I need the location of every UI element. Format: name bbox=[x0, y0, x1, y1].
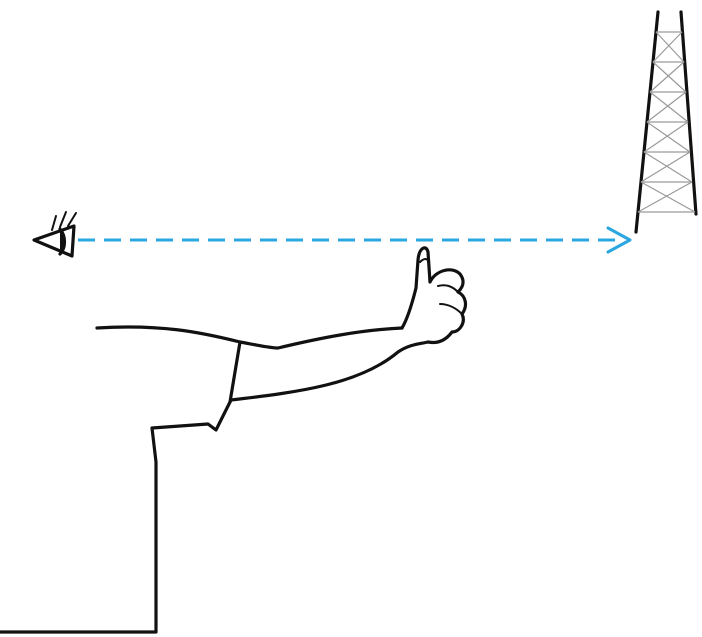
line-of-sight bbox=[78, 226, 632, 254]
finger-crease-2 bbox=[439, 303, 463, 315]
person-figure bbox=[0, 325, 430, 634]
arrowhead-icon bbox=[606, 226, 632, 254]
eye-icon bbox=[32, 211, 77, 258]
upper-arm-top bbox=[238, 326, 404, 350]
hand-outline bbox=[400, 246, 468, 345]
arm-underside bbox=[229, 340, 430, 402]
sleeve-outline bbox=[95, 325, 242, 404]
transmission-tower bbox=[634, 10, 698, 234]
torso-outline bbox=[0, 398, 233, 634]
tower-lattice bbox=[637, 31, 696, 213]
thumb-nail bbox=[419, 258, 429, 263]
finger-crease-1 bbox=[437, 284, 459, 293]
thumb-hand bbox=[400, 246, 468, 345]
